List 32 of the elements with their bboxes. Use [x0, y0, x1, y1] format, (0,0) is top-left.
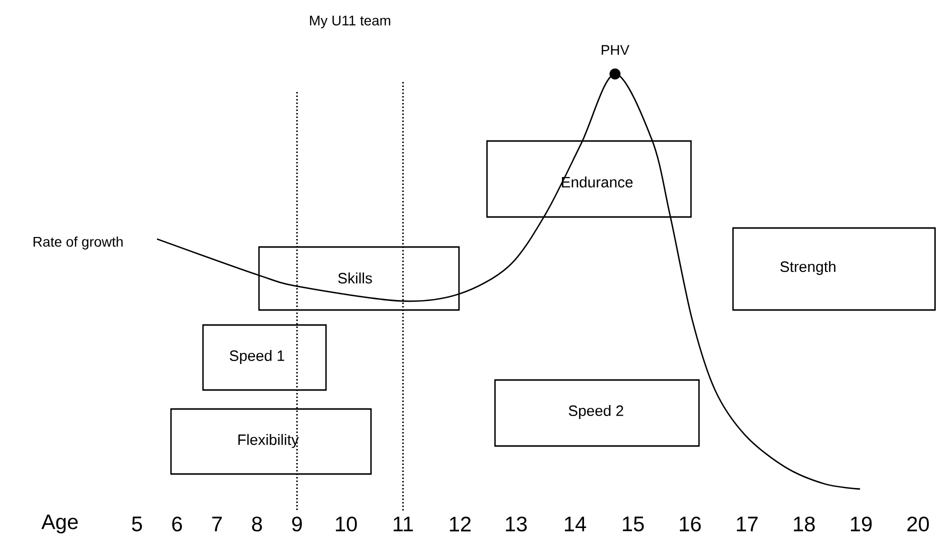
box-label: Strength: [780, 261, 836, 275]
curve-label: Rate of growth: [34, 236, 123, 250]
age-tick-label: 14: [564, 516, 586, 532]
age-tick-label: 11: [394, 516, 413, 532]
age-tick-label: 18: [794, 516, 815, 532]
box-label: Speed 2: [568, 405, 624, 419]
stage-box: [170, 408, 372, 475]
stage-box: [486, 140, 692, 218]
axis-title: Age: [41, 514, 78, 534]
box-label: Speed 1: [230, 350, 284, 364]
box-label: Flexibility: [238, 434, 299, 448]
top-label: My U11 team: [310, 16, 390, 28]
stage-box: [732, 227, 936, 311]
age-tick-label: 6: [172, 516, 182, 532]
box-label: Skills: [338, 272, 372, 284]
age-tick-label: 17: [736, 516, 758, 532]
box-label: Endurance: [562, 176, 633, 188]
age-tick-label: 7: [212, 516, 222, 532]
stage-box: [258, 246, 460, 311]
age-tick-label: 16: [680, 516, 701, 532]
age-tick-label: 10: [336, 516, 357, 532]
age-tick-label: 19: [850, 516, 872, 532]
age-tick-label: 8: [252, 516, 262, 532]
stage-box: [202, 324, 327, 391]
age-tick-label: 13: [506, 516, 527, 532]
age-tick-label: 12: [450, 516, 471, 532]
age-tick-label: 20: [907, 516, 929, 532]
age-tick-label: 9: [292, 516, 302, 532]
age-tick-label: 5: [132, 516, 142, 532]
stage-box: [494, 379, 700, 447]
age-tick-label: 15: [622, 516, 644, 532]
peak-label: PHV: [602, 45, 630, 55]
